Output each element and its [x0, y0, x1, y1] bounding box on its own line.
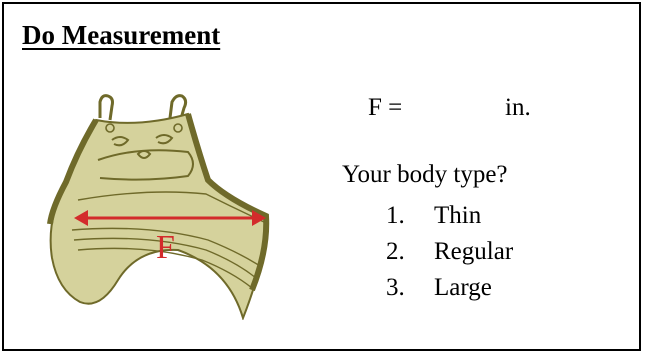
body-type-option-regular[interactable]: 2. Regular — [386, 234, 513, 270]
body-type-question: Your body type? — [342, 161, 508, 188]
measurement-row: F = in. — [368, 94, 531, 122]
option-label: Thin — [434, 202, 482, 229]
option-number: 1. — [386, 202, 405, 229]
body-type-option-large[interactable]: 3. Large — [386, 270, 513, 306]
body-type-option-thin[interactable]: 1. Thin — [386, 198, 513, 234]
option-label: Large — [434, 274, 492, 301]
measurement-label: F = — [368, 94, 403, 121]
panel-frame — [2, 2, 641, 351]
option-label: Regular — [434, 238, 514, 265]
body-type-options: 1. Thin 2. Regular 3. Large — [386, 198, 513, 306]
measure-label: F — [156, 229, 175, 266]
option-number: 3. — [386, 274, 405, 301]
page-title: Do Measurement — [22, 20, 221, 50]
garment-measurement-illustration: F — [47, 94, 270, 320]
option-number: 2. — [386, 238, 405, 265]
measurement-unit: in. — [505, 94, 531, 121]
